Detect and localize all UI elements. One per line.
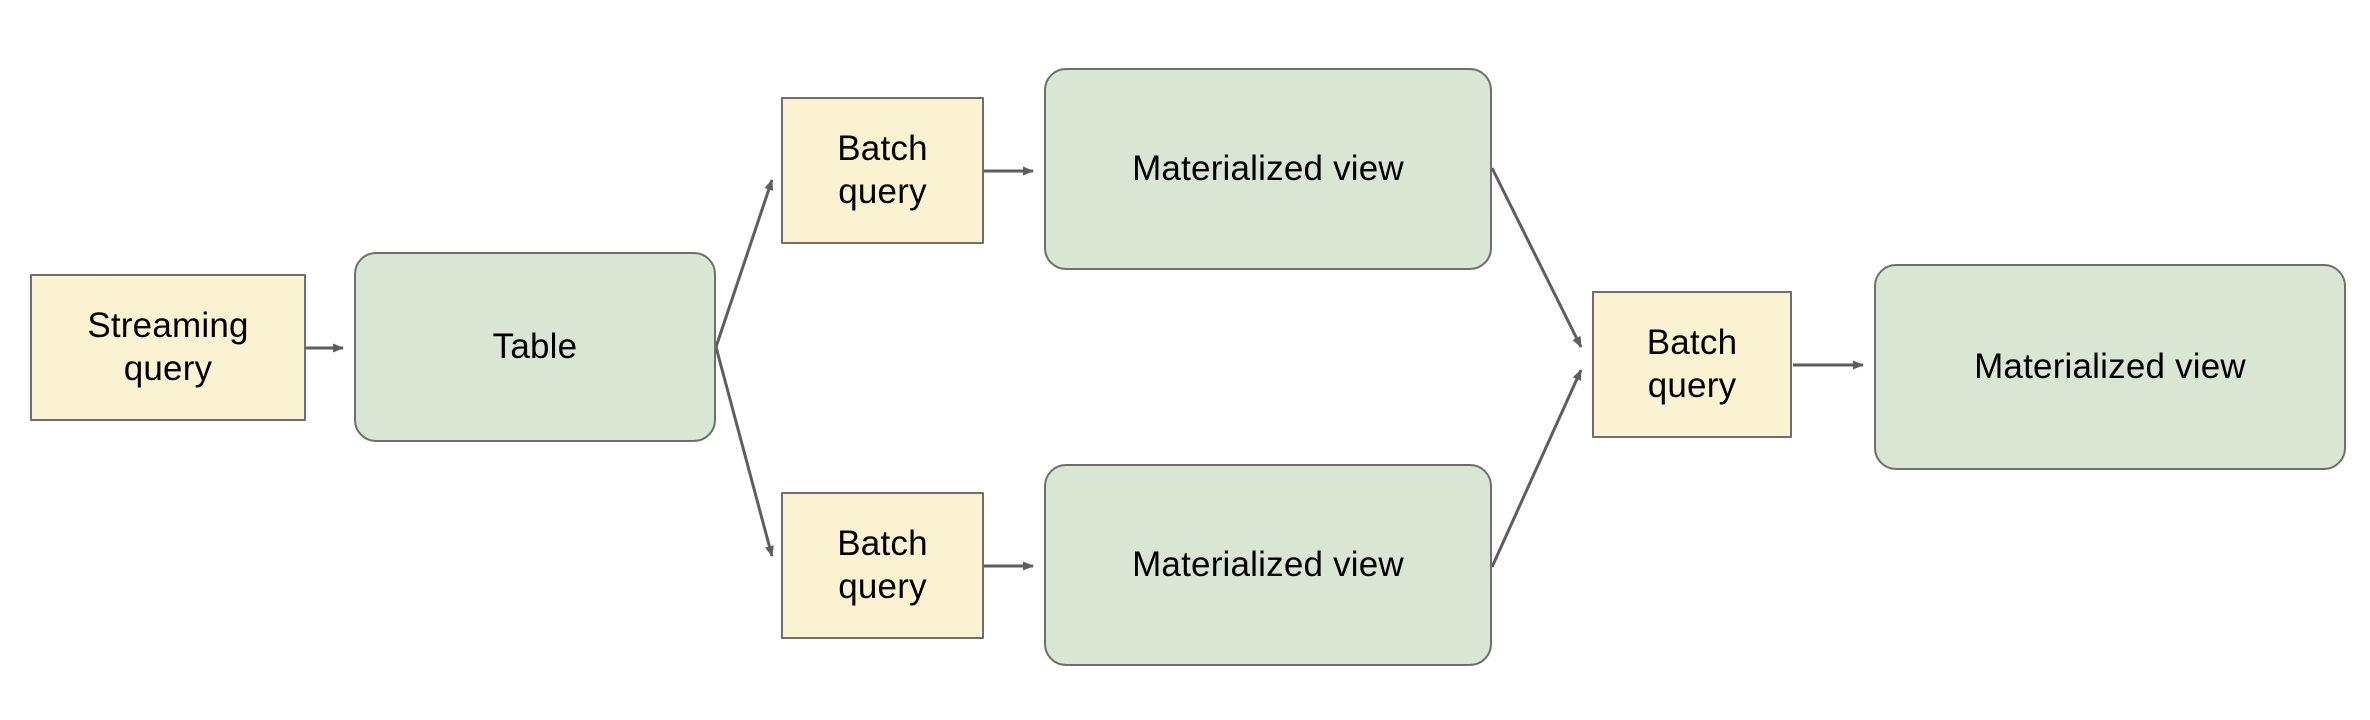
edge-table-to-batch-query-bottom xyxy=(714,346,774,557)
node-label: Batch query xyxy=(837,523,928,606)
node-materialized-view-top[interactable]: Materialized view xyxy=(1044,68,1492,270)
node-label: Batch query xyxy=(1646,322,1738,405)
node-label: Batch query xyxy=(837,128,928,211)
node-table[interactable]: Table xyxy=(354,252,716,442)
edge-materialized-view-top-to-batch-query-join xyxy=(1490,167,1583,348)
node-label: Table xyxy=(492,326,578,366)
node-batch-query-bottom[interactable]: Batch query xyxy=(781,492,984,639)
node-materialized-view-bottom[interactable]: Materialized view xyxy=(1044,464,1492,666)
node-label: Streaming query xyxy=(87,305,249,388)
node-streaming-query[interactable]: Streaming query xyxy=(30,274,306,421)
edge-table-to-batch-query-top xyxy=(714,179,774,348)
node-label: Materialized view xyxy=(1132,544,1404,584)
node-batch-query-top[interactable]: Batch query xyxy=(781,97,984,244)
node-label: Materialized view xyxy=(1974,346,2246,386)
node-label: Materialized view xyxy=(1132,148,1404,188)
node-batch-query-join[interactable]: Batch query xyxy=(1592,291,1792,438)
edge-materialized-view-bottom-to-batch-query-join xyxy=(1490,369,1583,568)
node-materialized-view-final[interactable]: Materialized view xyxy=(1874,264,2346,470)
